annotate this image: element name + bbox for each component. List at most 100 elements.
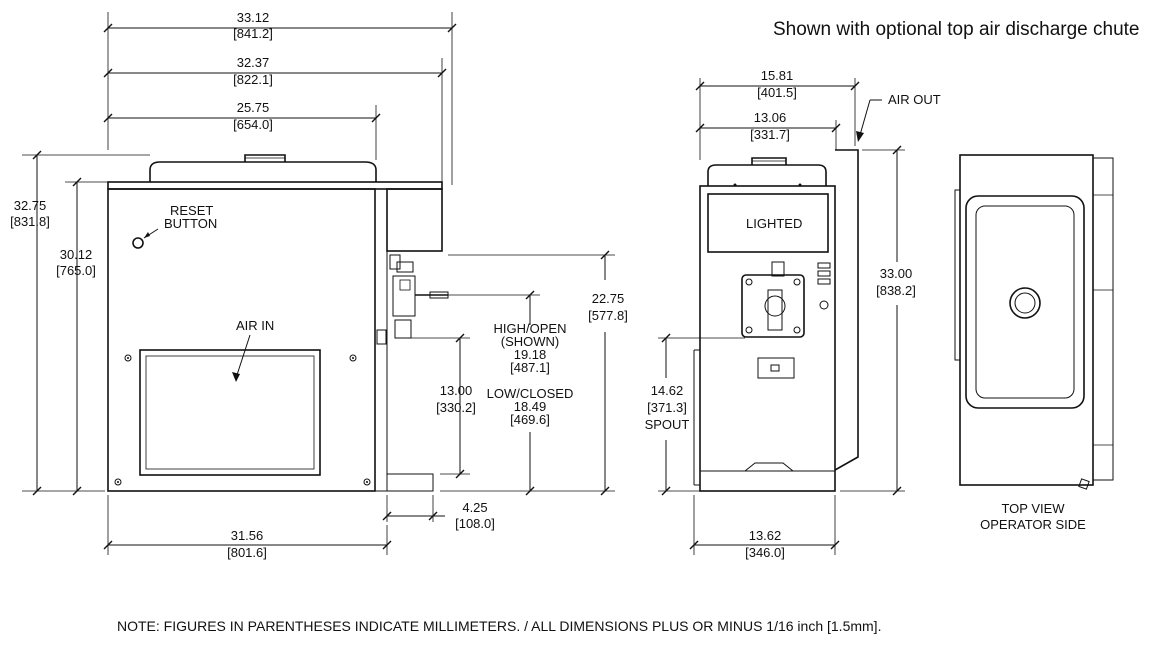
- footer-note: NOTE: FIGURES IN PARENTHESES INDICATE MI…: [117, 618, 881, 634]
- side-spout-box: [757, 357, 795, 379]
- dim-front-door-depth-in: 4.25: [462, 500, 487, 515]
- dim-side-spout-in: 14.62: [651, 383, 684, 398]
- top-view-outline: [959, 154, 1094, 486]
- dimension-arrowheads: [32, 23, 902, 550]
- dim-front-width-inner-in: 25.75: [237, 100, 270, 115]
- top-view-lid-knob: [1009, 287, 1041, 319]
- lighted-panel: [707, 193, 829, 253]
- front-dimension-lines: [22, 12, 615, 555]
- spout-label: SPOUT: [645, 417, 690, 432]
- dim-front-base-width-in: 31.56: [231, 528, 264, 543]
- dim-front-width-outer-in: 33.12: [237, 10, 270, 25]
- reset-label-2: BUTTON: [164, 216, 217, 231]
- dimension-tick: [32, 486, 42, 496]
- dim-side-base-width-in: 13.62: [749, 528, 782, 543]
- handle-high-in: 19.18: [514, 347, 547, 362]
- dimension-tick: [382, 511, 392, 521]
- front-top-plate: [107, 181, 443, 190]
- dimension-tick: [689, 540, 699, 550]
- lighted-label: LIGHTED: [746, 216, 802, 231]
- handle-high-line2: (SHOWN): [501, 334, 560, 349]
- dimension-tick: [525, 290, 535, 300]
- front-side-panel: [374, 188, 388, 492]
- top-view-hopper: [965, 195, 1085, 409]
- dimension-tick: [382, 540, 392, 550]
- dimension-tick: [830, 540, 840, 550]
- dim-front-spout-in: 13.00: [440, 383, 473, 398]
- handle-low-line1: LOW/CLOSED: [487, 386, 574, 401]
- dimension-tick: [32, 150, 42, 160]
- dim-front-spout-mm: [330.2]: [436, 400, 476, 415]
- front-upper-housing: [386, 188, 443, 252]
- reset-label-1: RESET: [170, 203, 213, 218]
- dimension-tick: [892, 145, 902, 155]
- dimension-tick: [72, 486, 82, 496]
- drawing-caption: Shown with optional top air discharge ch…: [773, 19, 1140, 40]
- dim-side-width-inner-in: 13.06: [754, 110, 787, 125]
- handle-high-line1: HIGH/OPEN: [494, 321, 567, 336]
- front-view: [107, 154, 449, 492]
- side-body-outline: [699, 185, 836, 492]
- dimension-tick: [831, 123, 841, 133]
- dim-side-width-outer-in: 15.81: [761, 68, 794, 83]
- front-lid-knob: [244, 154, 286, 162]
- dim-front-height-total-mm: [831.8]: [10, 214, 50, 229]
- dimension-tick: [695, 81, 705, 91]
- air-in-label: AIR IN: [236, 318, 274, 333]
- side-hopper-lid: [707, 164, 827, 186]
- dim-front-height-total-in: 32.75: [14, 198, 47, 213]
- dimension-tick: [600, 486, 610, 496]
- dim-front-width-inner-mm: [654.0]: [233, 117, 273, 132]
- dimension-tick: [850, 81, 860, 91]
- handle-low-in: 18.49: [514, 399, 547, 414]
- air-out-label: AIR OUT: [888, 92, 941, 107]
- dimension-tick: [600, 250, 610, 260]
- front-hopper-lid: [149, 161, 377, 182]
- dimension-tick: [695, 123, 705, 133]
- dim-front-door-depth-mm: [108.0]: [455, 516, 495, 531]
- side-draw-valve: [767, 289, 783, 331]
- top-view-label-1: TOP VIEW: [1001, 501, 1065, 516]
- side-view: [693, 149, 859, 492]
- dim-side-height-mm: [838.2]: [876, 283, 916, 298]
- dim-side-height-in: 33.00: [880, 266, 913, 281]
- handle-high-mm: [487.1]: [510, 360, 550, 375]
- top-view-label-2: OPERATOR SIDE: [980, 517, 1086, 532]
- dimension-tick: [661, 333, 671, 343]
- front-dispense-valve: [392, 275, 416, 317]
- front-drip-tray: [386, 473, 434, 492]
- dimension-tick: [455, 469, 465, 479]
- dimension-tick: [437, 68, 447, 78]
- side-dispense-door: [741, 274, 805, 338]
- dim-front-width-outer-mm: [841.2]: [233, 26, 273, 41]
- dim-side-width-inner-mm: [331.7]: [750, 127, 790, 142]
- dimension-tick: [661, 486, 671, 496]
- dimension-tick: [103, 23, 113, 33]
- dimension-tick: [103, 540, 113, 550]
- dim-front-width-mid-mm: [822.1]: [233, 72, 273, 87]
- dim-front-door-height-in: 22.75: [592, 291, 625, 306]
- reset-button: [132, 237, 144, 249]
- handle-low-mm: [469.6]: [510, 412, 550, 427]
- top-view-chute: [1092, 157, 1114, 481]
- top-view: [954, 154, 1114, 490]
- dimension-tick: [103, 113, 113, 123]
- dimension-tick: [428, 511, 438, 521]
- dim-front-base-width-mm: [801.6]: [227, 545, 267, 560]
- dimension-tick: [103, 68, 113, 78]
- dimension-tick: [371, 113, 381, 123]
- air-intake-grille: [139, 349, 321, 476]
- dimension-tick: [455, 333, 465, 343]
- dim-front-height-body-in: 30.12: [60, 247, 93, 262]
- dim-side-width-outer-mm: [401.5]: [757, 85, 797, 100]
- dim-side-spout-mm: [371.3]: [647, 400, 687, 415]
- dim-front-height-body-mm: [765.0]: [56, 263, 96, 278]
- dimension-tick: [525, 486, 535, 496]
- dim-front-width-mid-in: 32.37: [237, 55, 270, 70]
- dim-front-door-height-mm: [577.8]: [588, 308, 628, 323]
- air-discharge-chute: [834, 149, 859, 471]
- dim-side-base-width-mm: [346.0]: [745, 545, 785, 560]
- dimension-tick: [447, 23, 457, 33]
- dimension-tick: [892, 486, 902, 496]
